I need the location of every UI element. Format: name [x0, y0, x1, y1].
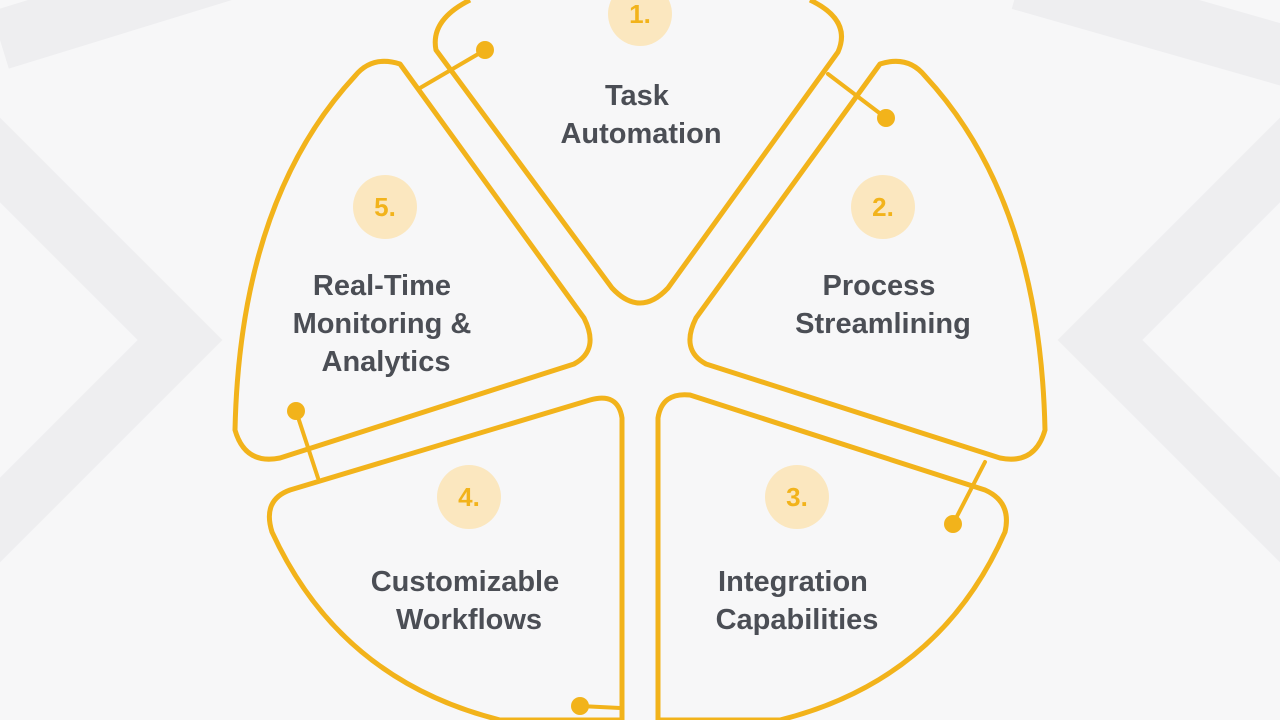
- segment-real-time-monitoring-outline: [232, 58, 593, 462]
- segment-label-line: Customizable: [371, 566, 560, 598]
- segment-process-streamlining: 2. Process Streamlining: [795, 175, 971, 340]
- segment-label-line: Task: [605, 80, 670, 112]
- segment-real-time-monitoring: 5. Real-Time Monitoring & Analytics: [293, 175, 480, 378]
- number-badge-text: 2.: [872, 192, 894, 222]
- segment-integration-capabilities-outline: [655, 392, 1009, 720]
- segment-outlines: [232, 0, 1048, 720]
- segment-task-automation: 1. Task Automation: [560, 0, 722, 150]
- segment-task-automation-outline: [432, 0, 844, 306]
- connector-dot: [944, 515, 962, 533]
- connector-dot: [476, 41, 494, 59]
- connector-dot: [287, 402, 305, 420]
- segment-integration-capabilities: 3. Integration Capabilities: [716, 465, 879, 636]
- number-badge: [851, 175, 915, 239]
- connector-line: [951, 460, 987, 526]
- segment-process-streamlining-outline: [687, 58, 1048, 462]
- segment-label-line: Capabilities: [716, 604, 879, 636]
- number-badge: [608, 0, 672, 46]
- number-badge-text: 5.: [374, 192, 396, 222]
- chevron-right-decoration: [1057, 117, 1280, 563]
- number-badge: [765, 465, 829, 529]
- stripe-decoration: [1011, 0, 1280, 86]
- number-badge-text: 1.: [629, 0, 651, 29]
- segment-label-line: Streamlining: [795, 308, 971, 340]
- segment-label-line: Real-Time: [313, 270, 451, 302]
- connector-line: [826, 72, 888, 120]
- segment-label: Process Streamlining: [795, 270, 971, 340]
- connector-line: [418, 48, 487, 90]
- connector-line: [294, 409, 320, 480]
- number-badge: [353, 175, 417, 239]
- segment-label-line: Analytics: [322, 346, 451, 378]
- segment-label-line: Process: [823, 270, 936, 302]
- chevron-left-decoration: [0, 117, 223, 563]
- connector-dot: [877, 109, 895, 127]
- segment-label: Customizable Workflows: [371, 566, 568, 636]
- segment-label: Real-Time Monitoring & Analytics: [293, 270, 480, 378]
- segment-label-line: Integration: [718, 566, 868, 598]
- segment-label-line: Monitoring &: [293, 308, 472, 340]
- number-badge-text: 4.: [458, 482, 480, 512]
- stripe-decoration: [0, 0, 233, 69]
- segment-label: Integration Capabilities: [716, 566, 879, 636]
- number-badge-text: 3.: [786, 482, 808, 512]
- connector-dot: [571, 697, 589, 715]
- connectors: [287, 41, 987, 715]
- number-badge: [437, 465, 501, 529]
- segment-label: Task Automation: [560, 80, 721, 150]
- segment-label-line: Automation: [560, 118, 721, 150]
- segment-label-line: Workflows: [396, 604, 542, 636]
- segment-customizable-workflows-outline: [266, 395, 625, 720]
- segment-customizable-workflows: 4. Customizable Workflows: [371, 465, 568, 636]
